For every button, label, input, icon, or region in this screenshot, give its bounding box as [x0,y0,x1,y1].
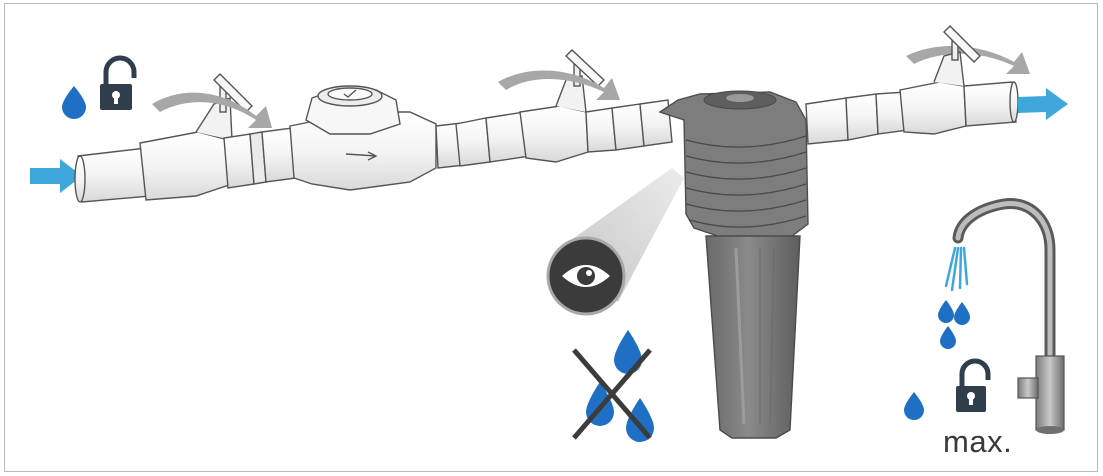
outlet-arrow-icon [1018,88,1068,120]
valve-turn-arrow-icon [498,70,620,100]
diagram-frame [4,3,1098,472]
water-drop-icon [938,300,970,349]
filter-unit [658,90,809,439]
unlocked-padlock-icon [100,55,137,110]
inlet-arrow-icon [30,159,82,193]
valve-turn-arrow-icon [906,45,1030,74]
max-flow-label: max. [943,424,1013,459]
outlet-pipe-assembly [805,25,1019,145]
unlocked-padlock-icon [956,358,991,412]
inlet-pipe-assembly [74,49,673,203]
faucet-icon [952,198,1065,434]
valve-turn-arrow-icon [152,92,272,128]
water-drop-icon [62,86,86,119]
water-stream [944,246,969,292]
water-drop-icon [904,392,924,420]
eye-icon [546,236,626,316]
no-leak-icon [572,330,654,442]
